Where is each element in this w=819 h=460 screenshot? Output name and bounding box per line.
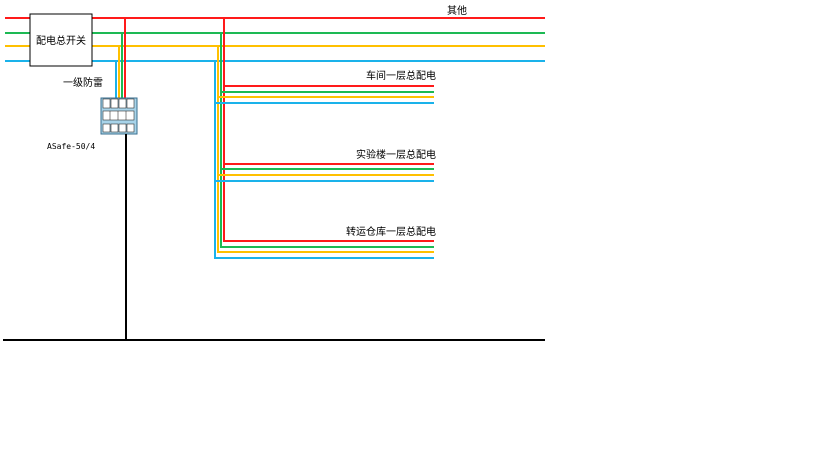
spd-module-icon [100,97,138,135]
spd-model-label: ASafe-50/4 [47,142,95,151]
main-switch-box [29,13,93,67]
branch-warehouse-label: 转运仓库一层总配电 [346,225,436,238]
branch-workshop-label: 车间一层总配电 [366,69,436,82]
spd-level-label: 一级防雷 [63,76,103,89]
main-switch-label: 配电总开关 [36,34,86,47]
branch-lab-label: 实验楼一层总配电 [356,148,436,161]
other-label: 其他 [447,4,467,17]
